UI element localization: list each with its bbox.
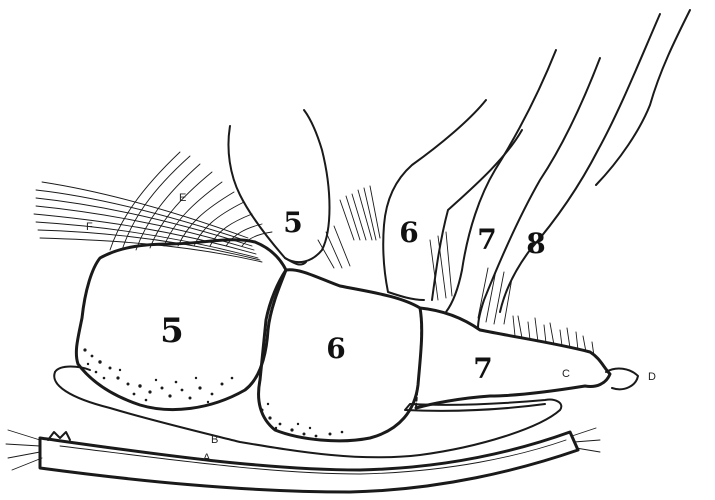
label-f: F xyxy=(86,221,93,233)
label-e: E xyxy=(179,192,186,204)
label-b: B xyxy=(211,434,218,446)
appendage-7 xyxy=(432,50,556,312)
segment-5-stipple xyxy=(83,348,233,403)
setae-e xyxy=(110,152,272,250)
label-d: D xyxy=(648,371,656,383)
label-segment-5-body: 5 xyxy=(160,311,184,351)
label-segment-6-body: 6 xyxy=(326,332,345,365)
label-segment-8-top: 8 xyxy=(526,227,545,260)
appendage-6 xyxy=(318,100,486,300)
setae-f xyxy=(34,182,262,262)
label-a: A xyxy=(203,452,211,464)
labels: 5 6 7 5 6 7 8 A B C D E F xyxy=(86,192,656,464)
label-segment-7-top: 7 xyxy=(477,223,496,256)
label-segment-5-top: 5 xyxy=(283,206,302,239)
structure-d xyxy=(606,369,638,390)
label-segment-6-top: 6 xyxy=(399,216,418,249)
label-c: C xyxy=(562,368,570,380)
appendage-8 xyxy=(478,10,690,328)
segment-7-body xyxy=(416,308,610,408)
segment-6-stipple xyxy=(261,403,344,438)
label-segment-7-body: 7 xyxy=(473,352,492,385)
